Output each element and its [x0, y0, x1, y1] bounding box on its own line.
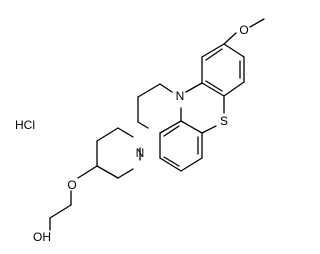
atom-labels: O N S N O OH [33, 23, 249, 244]
hydroxyethoxy-chain [49, 165, 98, 231]
central-thiazine-ring [180, 82, 225, 134]
upper-benzene-ring [201, 43, 245, 97]
ether-oxygen-label: O [67, 178, 76, 192]
methyl-bond [249, 18, 265, 28]
methoxy-o-bond [223, 32, 237, 45]
piperidine-ring [96, 127, 141, 179]
hydroxyl-label: OH [33, 230, 51, 244]
piperidine-nitrogen-label: N [136, 146, 145, 160]
bond-lines [49, 18, 265, 231]
ring-sulfur-label: S [220, 114, 228, 128]
chemical-structure-diagram: O N S N O OH HCl [15, 18, 265, 244]
methoxy-oxygen-label: O [239, 23, 248, 37]
hcl-salt-label: HCl [15, 118, 35, 132]
propyl-chain [137, 83, 173, 129]
lower-benzene-ring [159, 120, 203, 172]
ring-nitrogen-label: N [176, 89, 185, 103]
